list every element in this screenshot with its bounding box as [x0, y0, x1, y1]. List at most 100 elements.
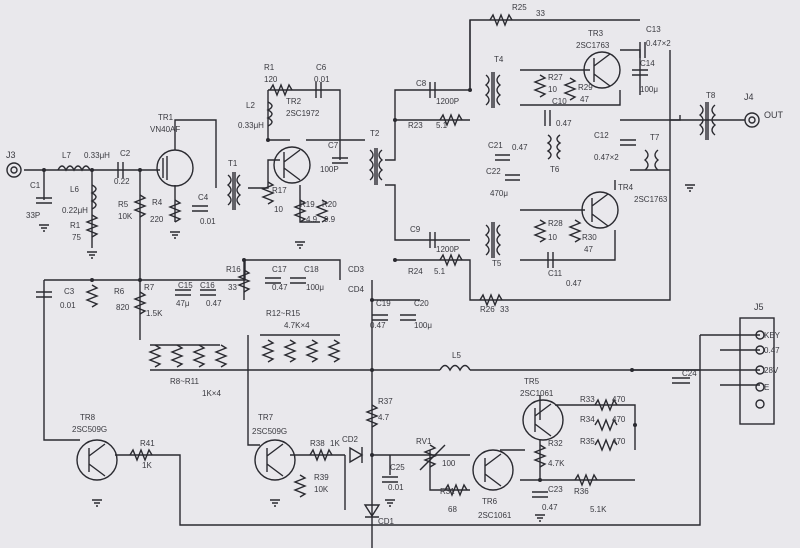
label-r20: R20 [322, 200, 337, 209]
label-c23: C23 [548, 485, 563, 494]
label-r25-value: 33 [536, 9, 545, 18]
label-l6-value: 0.22μH [62, 206, 88, 215]
label-c19-value: 0.47 [370, 321, 386, 330]
label-r1b: R1 [264, 63, 275, 72]
label-c18-value: 100μ [306, 283, 324, 292]
label-r26-value: 33 [500, 305, 509, 314]
label-r6: R6 [114, 287, 125, 296]
label-r5-value: 10K [118, 212, 133, 221]
label-c9-value: 1200P [436, 245, 459, 254]
label-tr3: TR3 [588, 29, 604, 38]
label-r19: R19 [300, 200, 315, 209]
label-t5: T5 [492, 259, 502, 268]
label-t8: T8 [706, 91, 716, 100]
label-r1b-value: 120 [264, 75, 278, 84]
label-r36: R36 [574, 487, 589, 496]
label-tr6-value: 2SC1061 [478, 511, 512, 520]
label-r38-value: 1K [330, 439, 340, 448]
component-labels: J3 C1 33P L7 0.33μH C2 0.22 L6 0.22μH R1… [6, 3, 784, 526]
label-j3: J3 [6, 150, 16, 160]
label-r26: R26 [480, 305, 495, 314]
label-rv1: RV1 [416, 437, 432, 446]
label-c8: C8 [416, 79, 427, 88]
label-c22-value: 470μ [490, 189, 508, 198]
j5-pin5: KEY [764, 331, 781, 340]
label-l2-value: 0.33μH [238, 121, 264, 130]
label-tr7-value: 2SC509G [252, 427, 287, 436]
label-r17-value: 10 [274, 205, 283, 214]
label-r29-value: 47 [580, 95, 589, 104]
j5-pin4: 0.47 [764, 346, 780, 355]
label-tr4: TR4 [618, 183, 634, 192]
label-c8-value: 1200P [436, 97, 459, 106]
label-c25: C25 [390, 463, 405, 472]
label-j5: J5 [754, 302, 764, 312]
label-r37-value: 4.7 [378, 413, 390, 422]
label-tr6: TR6 [482, 497, 498, 506]
label-c13: C13 [646, 25, 661, 34]
label-c10: C10 [552, 97, 567, 106]
label-cd1: CD1 [378, 517, 395, 526]
label-c3-value: 0.01 [60, 301, 76, 310]
label-c7-value: 100P [320, 165, 339, 174]
label-r36-value: 5.1K [590, 505, 607, 514]
label-r32-value: 4.7K [548, 459, 565, 468]
label-c11: C11 [548, 269, 563, 278]
label-tr7: TR7 [258, 413, 274, 422]
label-c18: C18 [304, 265, 319, 274]
label-cd2: CD2 [342, 435, 359, 444]
label-r8-r11: R8~R11 [170, 377, 200, 386]
label-c20-value: 100μ [414, 321, 432, 330]
label-cd3: CD3 [348, 265, 365, 274]
label-c23-value: 0.47 [542, 503, 558, 512]
label-r12-r15-value: 4.7K×4 [284, 321, 310, 330]
label-c21: C21 [488, 141, 503, 150]
label-r20-value: 9.9 [324, 215, 336, 224]
label-r16: R16 [226, 265, 241, 274]
label-c7: C7 [328, 141, 339, 150]
label-r35-value: 470 [612, 437, 626, 446]
label-r30: R30 [582, 233, 597, 242]
label-r32: R32 [548, 439, 563, 448]
label-c15-value: 47μ [176, 299, 190, 308]
label-c19: C19 [376, 299, 391, 308]
label-r28-value: 10 [548, 233, 557, 242]
label-c12-value: 0.47×2 [594, 153, 619, 162]
label-t2: T2 [370, 129, 380, 138]
label-tr8-value: 2SC509G [72, 425, 107, 434]
label-r7-value: 1.5K [146, 309, 163, 318]
label-c14-value: 100μ [640, 85, 658, 94]
label-c13-value: 0.47×2 [646, 39, 671, 48]
label-out: OUT [764, 110, 784, 120]
label-r34: R34 [580, 415, 595, 424]
label-r19-value: 4.9 [306, 215, 318, 224]
label-r4: R4 [152, 198, 163, 207]
label-r31-value: 68 [448, 505, 457, 514]
label-c12: C12 [594, 131, 609, 140]
label-c22: C22 [486, 167, 501, 176]
label-r41: R41 [140, 439, 155, 448]
label-tr5: TR5 [524, 377, 540, 386]
label-r27: R27 [548, 73, 563, 82]
label-c25-value: 0.01 [388, 483, 404, 492]
label-r35: R35 [580, 437, 595, 446]
label-c6: C6 [316, 63, 327, 72]
label-tr1-value: VN40AF [150, 125, 180, 134]
label-c24: C24 [682, 369, 697, 378]
label-t6: T6 [550, 165, 560, 174]
label-r37: R37 [378, 397, 393, 406]
label-l7: L7 [62, 151, 71, 160]
label-r1-value: 75 [72, 233, 81, 242]
label-rv1-value: 100 [442, 459, 456, 468]
label-c16: C16 [200, 281, 215, 290]
label-r1: R1 [70, 221, 81, 230]
label-r31: R31 [440, 487, 455, 496]
label-c21-value: 0.47 [512, 143, 528, 152]
label-t7: T7 [650, 133, 660, 142]
label-r33: R33 [580, 395, 595, 404]
label-r24: R24 [408, 267, 423, 276]
label-r8-r11-value: 1K×4 [202, 389, 221, 398]
label-c1: C1 [30, 181, 41, 190]
label-c9: C9 [410, 225, 421, 234]
